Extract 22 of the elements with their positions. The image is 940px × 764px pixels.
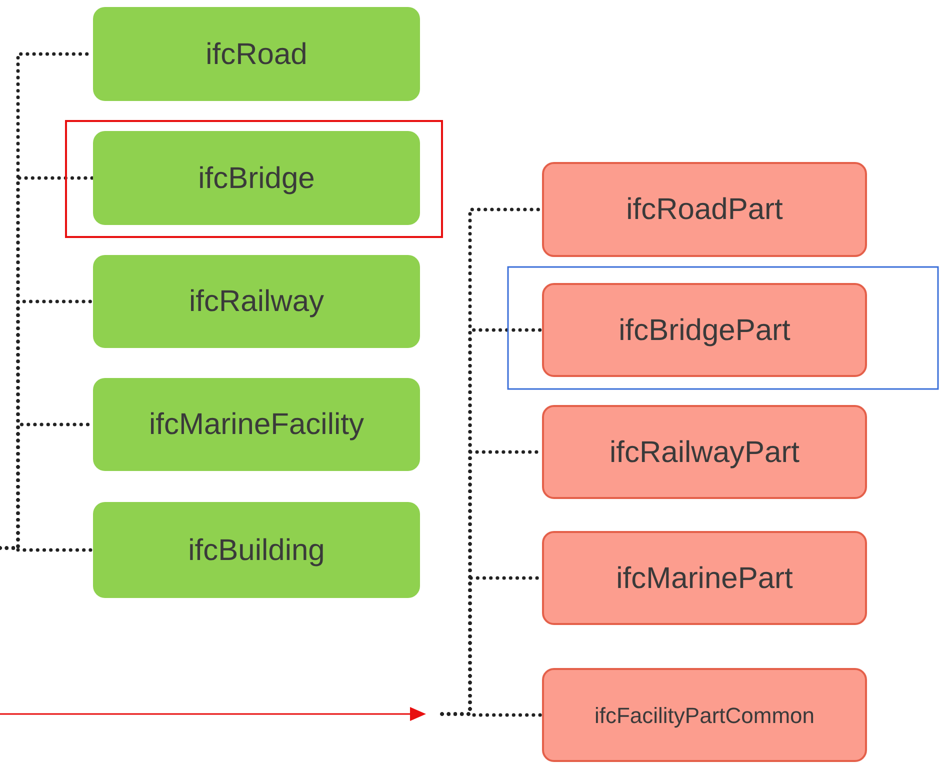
class-box [93,255,420,348]
class-name: ifcMarinePart [616,560,793,596]
class-name: ifcRoadPart [626,192,783,228]
class-box [542,531,867,625]
class-name: ifcRoad [206,36,308,72]
dotted-connector [440,712,544,717]
class-box [93,7,420,101]
class-name: ifcBridgePart [618,312,790,348]
class-box [542,283,867,377]
dotted-connector [0,546,95,552]
class-name: ifcBridge [198,160,315,196]
class-name: ifcRailwayPart [609,434,800,470]
class-box [93,378,420,471]
class-box [542,668,867,762]
class-name: ifcMarineFacility [148,407,364,443]
class-name: ifcFacilityPartCommon [594,702,815,730]
class-name: ifcRailway [188,284,324,320]
class-box [93,502,420,598]
class-name: ifcBuilding [188,532,325,568]
class-box [542,162,867,257]
class-box [93,131,420,225]
class-box [542,405,867,499]
